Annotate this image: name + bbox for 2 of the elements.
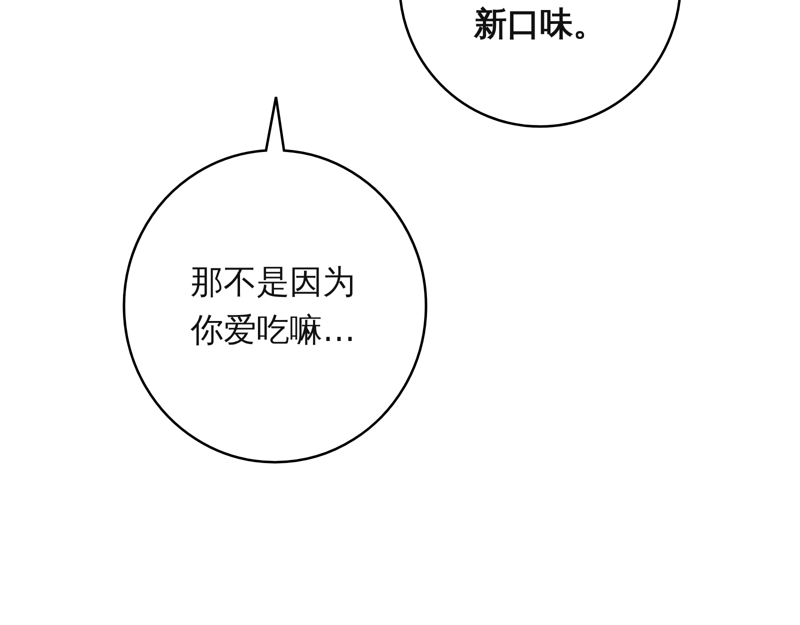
dialogue-text: 那不是因为你爱吃嘛… [190, 261, 356, 351]
dialogue-text: 新口味。 [472, 3, 607, 45]
